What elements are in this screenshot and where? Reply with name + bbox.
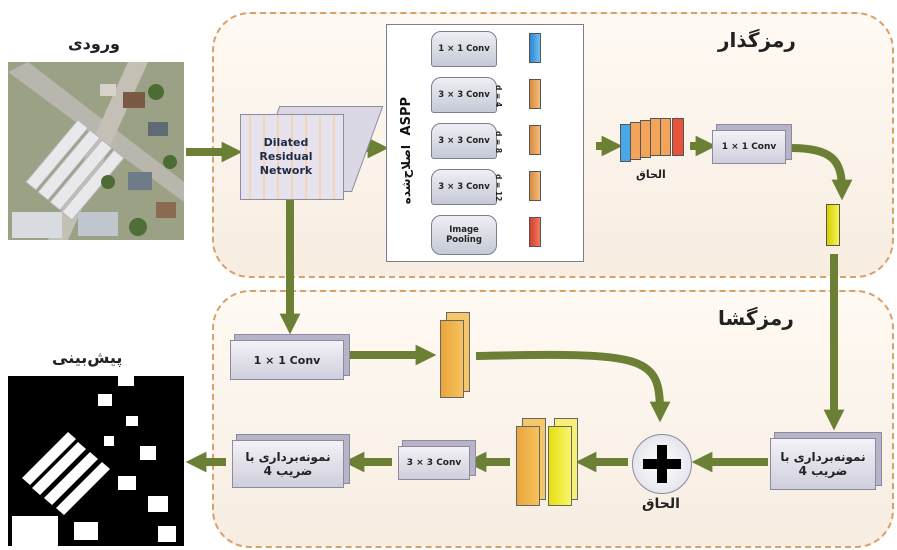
concat-label-small: الحاق [636,168,666,181]
dilation-rate-8: d = 8 [494,130,503,154]
concat-feature-stack [620,118,686,162]
drn-label: Dilated Residual Network [259,136,313,177]
aspp-branch-1x1: 1 × 1 Conv [431,31,497,67]
aspp-branch-3x3-d12: 3 × 3 Conv [431,169,497,205]
upsample-left-block: نمونه‌برداری با ضریب 4 [232,440,344,488]
upsample-right-block: نمونه‌برداری با ضریب 4 [770,438,876,490]
aspp-feature-orange-1 [529,79,541,109]
encoder-conv-1x1: 1 × 1 Conv [712,130,786,164]
aspp-feature-orange-2 [529,125,541,155]
aspp-feature-blue [529,33,541,63]
aspp-module: ASPP اصلاح‌شده 1 × 1 Conv 3 × 3 Conv 3 ×… [386,24,584,262]
prediction-mask-image [8,376,184,546]
aspp-branch-3x3-d8: 3 × 3 Conv [431,123,497,159]
aspp-title: ASPP [399,97,414,136]
input-label: ورودی [68,34,120,53]
decoder-concat-features [516,418,582,506]
concat-label-large: الحاق [642,496,680,512]
decoder-title: رمزگشا [718,306,794,330]
aspp-branch-image-pooling: Image Pooling [431,215,497,255]
low-level-feature [440,312,470,398]
plus-icon [643,445,681,483]
encoder-title: رمزگذار [718,28,796,52]
decoder-conv-1x1: 1 × 1 Conv [230,340,344,380]
concat-circle [632,434,692,494]
drn-block: Dilated Residual Network [240,106,384,200]
aspp-feature-red [529,217,541,247]
prediction-label: پیش‌بینی [52,348,123,367]
encoder-output-feature [826,204,840,246]
aspp-branch-3x3-d4: 3 × 3 Conv [431,77,497,113]
decoder-conv-3x3: 3 × 3 Conv [398,446,470,480]
dilation-rate-12: d = 12 [494,174,503,202]
dilation-rate-4: d = 4 [494,84,503,108]
aspp-subtitle: اصلاح‌شده [399,145,413,205]
aspp-feature-orange-3 [529,171,541,201]
input-aerial-image [8,62,184,240]
